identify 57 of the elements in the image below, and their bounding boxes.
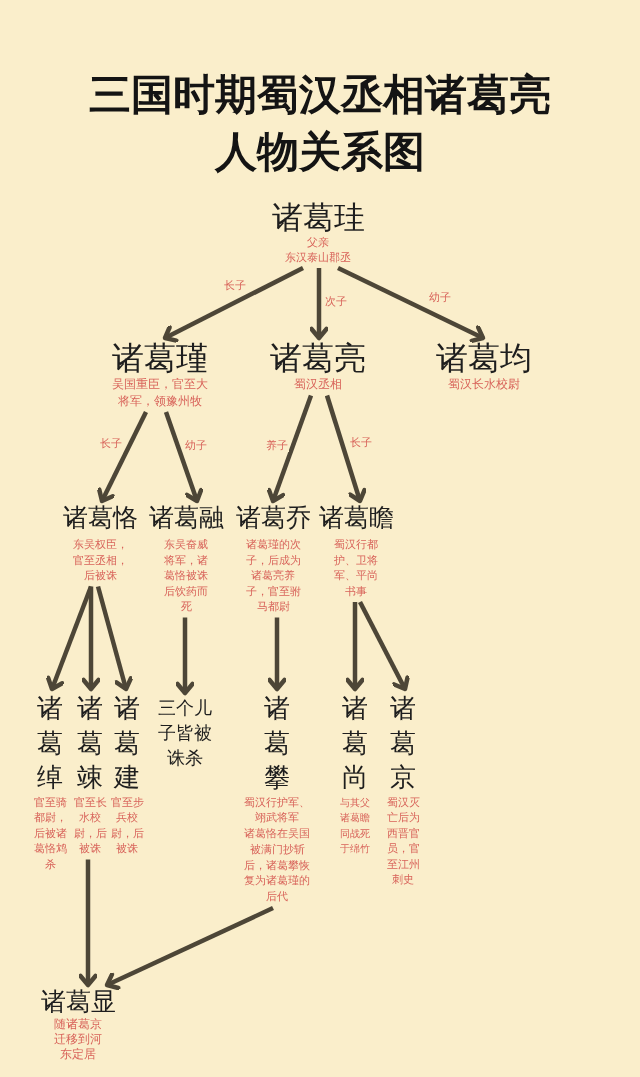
note-text: 三个儿子皆被诛杀 [157, 696, 213, 770]
arrow [345, 602, 365, 692]
person-name: 诸葛竦 [77, 692, 103, 794]
description-text: 吴国重臣，官至大将军，领豫州牧 [111, 376, 209, 409]
person-name: 诸葛珪 [270, 199, 366, 235]
description-text: 蜀汉灭亡后为西晋官员，官至江州刺史 [386, 794, 420, 888]
edge-label: 长子 [99, 436, 123, 450]
edge-label: 长子 [349, 435, 373, 449]
arrow [97, 411, 148, 504]
arrow [175, 617, 195, 696]
description-text: 官至骑都尉，后被诸葛恪鸩杀 [33, 794, 67, 872]
arrow [95, 585, 134, 692]
description-text: 与其父诸葛瞻同战死于绵竹 [340, 795, 370, 856]
description-text: 东吴奋威将军，诸葛恪被诛后饮药而死 [163, 537, 209, 615]
arrow [324, 394, 367, 504]
description-text: 蜀汉长水校尉 [447, 376, 521, 393]
arrow [266, 394, 314, 504]
person-name: 诸葛尚 [342, 692, 368, 794]
arrow [78, 859, 98, 988]
person-name: 诸葛瞻 [317, 503, 395, 533]
person-name: 诸葛攀 [264, 692, 290, 794]
edge-label: 长子 [223, 278, 247, 292]
title: 三国时期蜀汉丞相诸葛亮人物关系图 [88, 69, 552, 178]
edge-label: 次子 [324, 294, 348, 308]
person-name: 诸葛亮 [269, 340, 367, 376]
arrow [45, 585, 94, 692]
person-name: 诸葛瑾 [111, 340, 209, 376]
person-name: 诸葛恪 [61, 503, 139, 533]
description-text: 东汉泰山郡丞 [284, 250, 352, 265]
description-text: 父亲 [306, 235, 330, 250]
person-name: 诸葛乔 [234, 503, 312, 533]
description-text: 东吴权臣，官至丞相，后被诛 [71, 537, 129, 584]
person-name: 诸葛建 [114, 692, 140, 794]
description-text: 蜀汉行都护、卫将军、平尚书事 [333, 537, 379, 599]
arrow [337, 265, 486, 344]
person-name: 诸葛融 [147, 503, 225, 533]
description-text: 诸葛瑾的次子，后成为诸葛亮养子，官至驸马都尉 [244, 537, 302, 615]
edge-label: 幼子 [184, 438, 208, 452]
arrow [309, 268, 329, 341]
person-name: 诸葛均 [435, 340, 533, 376]
arrow [104, 906, 274, 991]
person-name: 诸葛绰 [37, 692, 63, 794]
person-name: 诸葛显 [39, 987, 117, 1017]
edge-label: 幼子 [428, 290, 452, 304]
description-text: 官至步兵校尉，后被诛 [110, 794, 144, 856]
edge-label: 养子 [265, 438, 289, 452]
arrow [81, 586, 101, 692]
arrow [358, 600, 410, 692]
person-name: 诸葛京 [390, 692, 416, 794]
description-text: 官至长水校尉，后被诛 [73, 794, 107, 856]
description-text: 蜀汉丞相 [293, 376, 343, 393]
description-text: 随诸葛京迁移到河东定居 [54, 1017, 102, 1062]
description-text: 蜀汉行护军、翊武将军 [243, 794, 311, 827]
arrow [162, 266, 305, 343]
arrow [267, 617, 287, 692]
arrow [163, 411, 204, 504]
description-text: 诸葛恪在吴国被满门抄斩后，诸葛攀恢复为诸葛瑾的后代 [243, 826, 311, 906]
